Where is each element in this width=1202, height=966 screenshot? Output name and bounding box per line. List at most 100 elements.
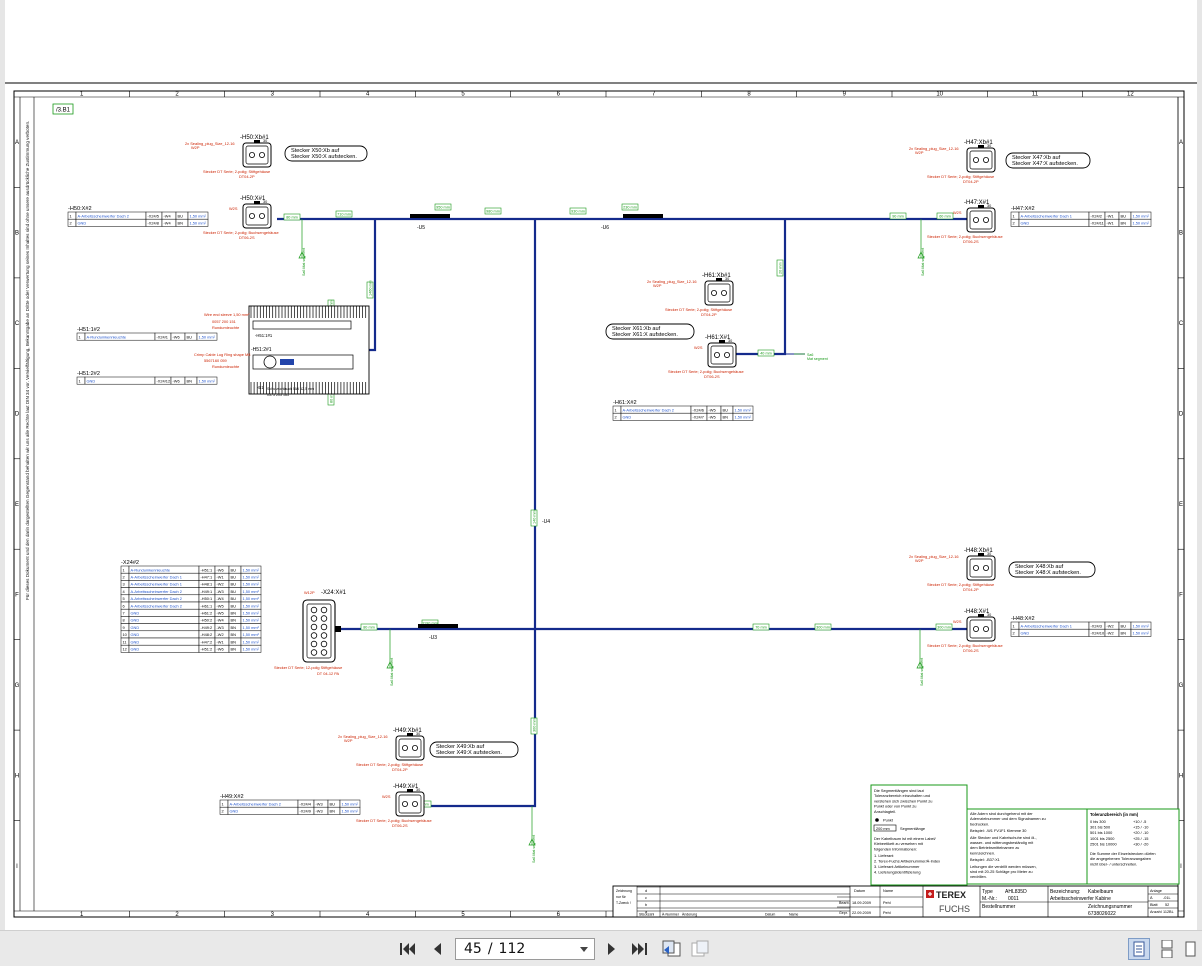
mat-segment-label: Sa6 <box>807 353 813 357</box>
pin-table-text: -H61:2 <box>201 611 213 616</box>
row-letter: C <box>1179 321 1184 327</box>
connector-pin <box>310 640 318 648</box>
connector-ref: 30 <box>416 788 420 792</box>
single-page-view-button[interactable] <box>1128 938 1150 960</box>
pin-table-cell <box>1130 218 1152 227</box>
pin-table-text: -X24/5 <box>148 213 159 218</box>
seal-plug-spec: 2x Sealing_plug_Size_12-16 <box>338 734 388 739</box>
length-label: 80 mm <box>363 626 375 630</box>
connector-pin <box>411 745 418 752</box>
pin-table-text: -X24/6 <box>693 407 704 412</box>
ring-lug-eye <box>263 355 277 369</box>
row-letter: E <box>15 502 19 508</box>
column-number: 5 <box>461 92 465 98</box>
seal-plug-spec: 2x Sealing_plug_Size_12-16 <box>909 146 959 151</box>
revision-col-header: Name <box>789 913 798 917</box>
pin-table-text: 1 <box>222 801 224 806</box>
mating-note: Stecker X50:Xb auf <box>291 148 340 154</box>
legend-text: Beispiel: -W1 FV1F1 Klemme 30 <box>970 828 1027 833</box>
next-page-button[interactable] <box>602 939 622 959</box>
pin-table-text: A-Arbeitsscheinwerfer Dach 1 <box>131 575 182 580</box>
mating-note-bubble <box>605 323 695 340</box>
two-page-view-button[interactable] <box>1182 938 1200 960</box>
connector-pin <box>973 216 980 223</box>
connector-name: -H49:X#1 <box>393 784 419 790</box>
continuous-view-button[interactable] <box>1156 938 1178 960</box>
terex-logo-text: TEREX <box>936 890 966 900</box>
pin-table-text: A-Arbeitsscheinwerfer Dach 2 <box>623 407 674 412</box>
connector-pin <box>401 801 408 808</box>
pin-table-title: -H49:X#2 <box>220 794 244 800</box>
length-label: 230 mm <box>623 206 637 210</box>
pin-table-text: -H50:1 <box>201 596 213 601</box>
tb-label: Blatt <box>1150 903 1159 907</box>
pin-table-text: A-Arbeitsscheinwerfer Dach 1 <box>131 582 182 587</box>
pin-table-text: 1,50 mm² <box>342 809 359 814</box>
revision-col-header: Datum <box>765 913 775 917</box>
total-pages: 112 <box>498 941 526 957</box>
pin-table-text: BU <box>231 582 237 587</box>
legend-text: folgenden Informationen: <box>874 846 917 851</box>
forward-view-icon <box>691 940 709 957</box>
connector-pin <box>320 606 328 614</box>
pin-table-text: -H48:1 <box>201 582 213 587</box>
pin-table-text: -W6 <box>173 378 180 383</box>
pin-table-text: 1,50 mm² <box>243 603 260 608</box>
connector-latch <box>978 553 984 556</box>
pin-table-text: 7 <box>123 611 125 616</box>
pin-table-cell <box>196 376 218 385</box>
tb-value: AHL835D <box>1005 889 1027 895</box>
pin-table-title: -H51:1#2 <box>77 327 100 333</box>
mating-note: Stecker X50:X aufstecken. <box>291 154 357 160</box>
page-separator: / <box>487 941 493 957</box>
connector-ref: 30 <box>987 613 991 617</box>
length-label: 60 mm <box>939 215 951 219</box>
go-back-view-button[interactable] <box>659 939 683 959</box>
pin-table-text: 1,50 mm² <box>243 589 260 594</box>
connector-spec: Wire end sleeve 1,50 mm² <box>204 312 250 317</box>
legend-text: 3. Lieferant Artikelnummer <box>874 864 920 869</box>
pin-table-text: 1 <box>1013 213 1015 218</box>
pin-table-text: A-Rundumkennleuchte <box>131 567 171 572</box>
pin-table-text: -W2 <box>217 632 224 637</box>
pin-table-text: GND <box>1021 631 1030 636</box>
connector-pin <box>320 623 328 631</box>
legend-text: wasser- und witterungsbeständig mit <box>970 840 1034 845</box>
go-forward-view-button[interactable] <box>688 939 712 959</box>
connector-pin <box>320 649 328 656</box>
h51-label: -H51:1#1 <box>255 333 273 338</box>
connector-face <box>245 206 269 226</box>
pin-table-text: A-Arbeitsscheinwerfer Dach 2 <box>230 801 281 806</box>
connector-pin <box>983 565 990 572</box>
legend-text: 2. Terex-Fuchs Artikelnummer/Ä-Index <box>874 859 940 864</box>
first-page-button[interactable] <box>398 939 418 959</box>
connector-pin <box>973 565 980 572</box>
page-select[interactable]: 45 / 112 <box>455 938 595 960</box>
pin-table-text: -X24/10 <box>1091 631 1105 636</box>
previous-page-button[interactable] <box>427 939 447 959</box>
continuous-page-icon <box>1161 940 1173 958</box>
pin-table-title: -X24#2 <box>121 560 139 566</box>
connector-pin <box>248 212 255 219</box>
pin-table-text: GND <box>1021 221 1030 226</box>
legend-text: Leitungen die verdrillt werden müssen, <box>970 864 1037 869</box>
pin-table-text: A-Arbeitsscheinwerfer Dach 2 <box>131 596 182 601</box>
legend-text: Punkt oder von Punkt zu <box>874 804 916 809</box>
column-number: 10 <box>936 92 943 98</box>
revision-letter: d <box>645 889 647 893</box>
column-number: 3 <box>271 912 275 918</box>
pin-table-text: 1,50 mm² <box>243 632 260 637</box>
pin-table-text: 1,50 mm² <box>735 415 752 420</box>
pin-table-text: -H51:2 <box>201 647 213 652</box>
tb-label: Bezeichnung: <box>1050 889 1080 895</box>
connector-latch <box>719 340 725 343</box>
pin-table-title: -H50:X#2 <box>68 206 92 212</box>
pin-table-text: GND <box>230 809 239 814</box>
segment-label: -U3 <box>429 635 437 641</box>
connector-pin <box>714 351 721 358</box>
row-letter: F <box>1179 592 1183 598</box>
housing-spec: Stecker DT Serie; 2-polig; Stiftgehäuse <box>927 582 994 587</box>
pin-table-text: 1,50 mm² <box>342 801 359 806</box>
last-page-button[interactable] <box>628 939 650 959</box>
pin-table-cell <box>620 412 692 421</box>
